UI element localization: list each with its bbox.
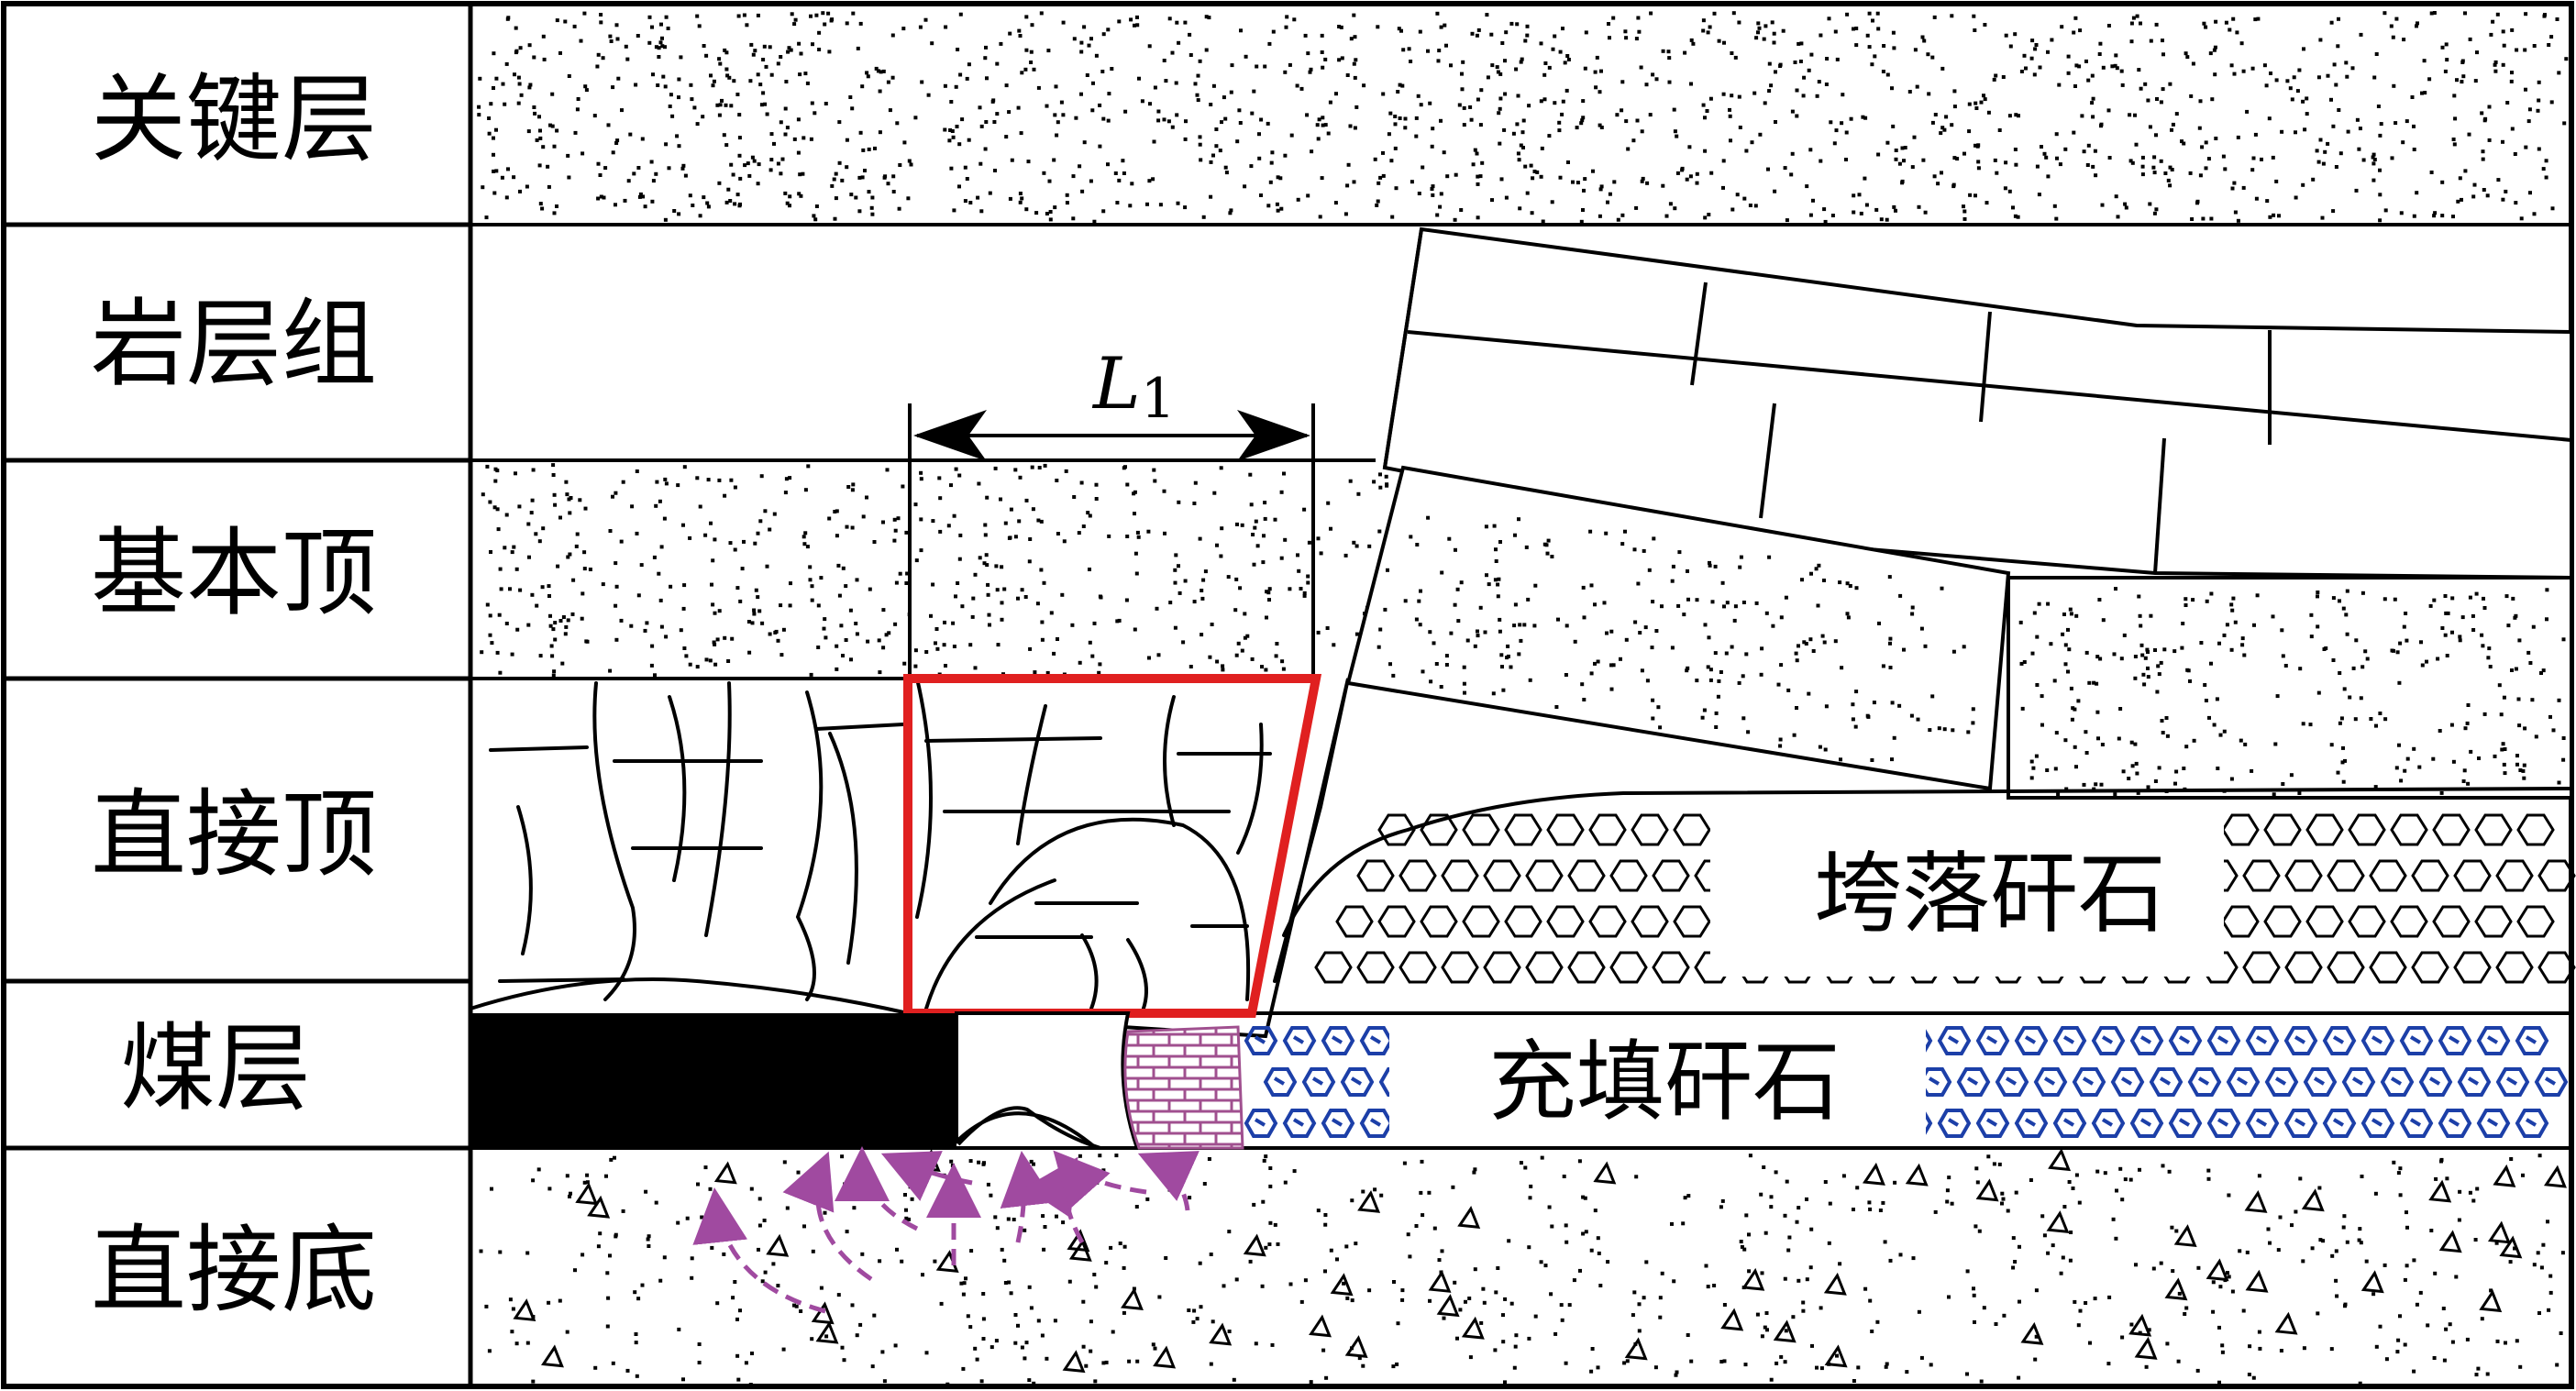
label-immediate-roof: 直接顶 xyxy=(91,778,377,890)
l1-column xyxy=(910,403,1313,679)
backfill-gangue-label: 充填矸石 xyxy=(1488,1031,1841,1133)
floor-stress-arrows xyxy=(715,1155,1188,1311)
main-roof-texture xyxy=(480,463,1397,677)
coal-seam xyxy=(470,1013,956,1148)
label-main-roof: 基本顶 xyxy=(91,517,377,629)
label-rock-group: 岩层组 xyxy=(91,288,377,400)
caved-gangue-label: 垮落矸石 xyxy=(1814,843,2166,945)
filling-wall xyxy=(1125,1027,1243,1148)
l1-highlight-box xyxy=(908,679,1316,1013)
label-floor: 直接底 xyxy=(91,1214,377,1326)
floor-texture xyxy=(480,1151,2565,1386)
l1-symbol: L xyxy=(1091,343,1141,425)
label-coal-seam: 煤层 xyxy=(120,1012,311,1124)
l1-dimension-label: L1 xyxy=(1091,343,1176,431)
roadway-opening xyxy=(956,1013,1137,1148)
key-layer-texture xyxy=(477,11,2568,224)
l1-subscript: 1 xyxy=(1141,367,1176,431)
label-key-layer: 关键层 xyxy=(91,63,377,175)
